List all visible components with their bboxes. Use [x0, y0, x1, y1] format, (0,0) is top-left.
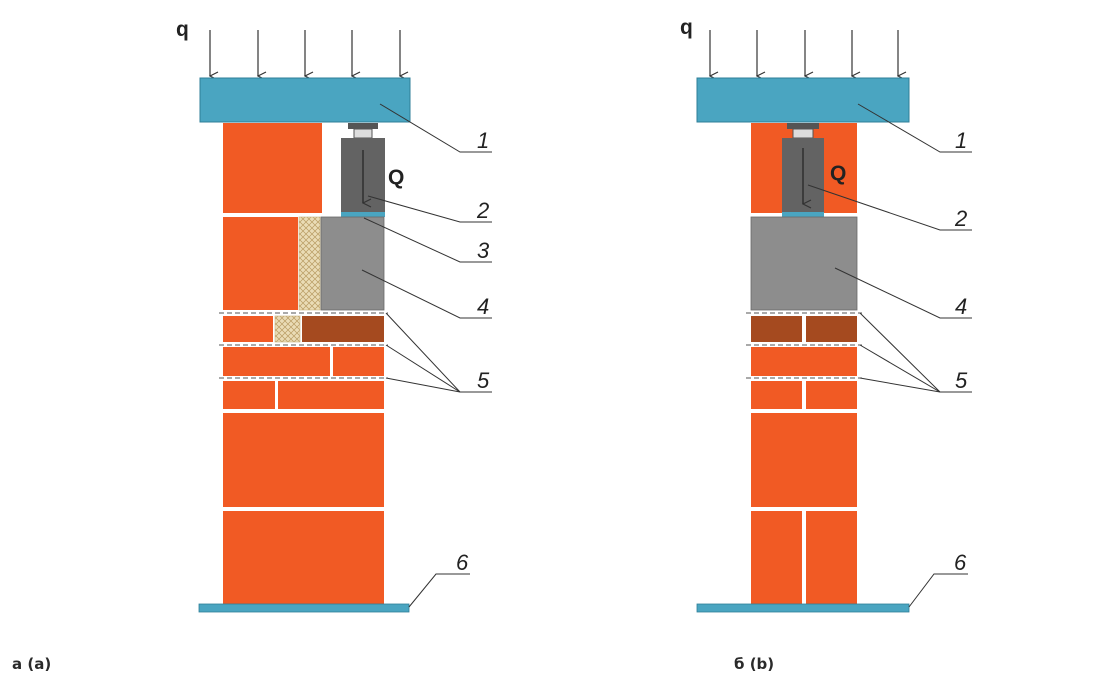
caption-b: б (b)	[734, 655, 775, 673]
brick-top	[223, 123, 322, 213]
brick-row-1-right	[806, 316, 857, 342]
brick-course-2	[223, 217, 298, 310]
brick-block-lower-1	[223, 413, 384, 507]
jack-cap	[348, 123, 378, 129]
brick-row-2-right	[333, 347, 384, 376]
base-plate	[696, 603, 910, 613]
leader-lines	[361, 103, 492, 608]
distributed-load-arrows	[710, 30, 898, 76]
diagram-b: q Q	[680, 16, 972, 613]
force-label-q: Q	[830, 162, 846, 185]
bearing-plate	[341, 212, 385, 217]
concrete-block	[320, 216, 385, 311]
brick-block-lower-2-right	[806, 511, 857, 604]
callout-2: 2	[954, 206, 967, 231]
brick-row-1-left	[751, 316, 802, 342]
callout-1: 1	[955, 128, 967, 153]
diagram-a: q Q	[176, 18, 492, 613]
force-label-q: Q	[388, 166, 404, 189]
bearing-plate	[782, 212, 824, 217]
brick-block-lower-1	[751, 413, 857, 507]
brick-row-3-right	[278, 381, 384, 409]
concrete-block	[750, 216, 858, 311]
brick-row-3-left	[223, 381, 275, 409]
jack-neck	[353, 128, 373, 139]
brick-row-3-right	[806, 381, 857, 409]
jack-neck	[792, 128, 814, 139]
callout-5: 5	[955, 368, 968, 393]
base-plate	[198, 603, 410, 613]
top-slab	[696, 77, 910, 123]
callouts-b: 1 2 4 5 6	[954, 128, 968, 575]
joint-lines	[219, 312, 388, 379]
callouts-a: 1 2 3 4 5 6	[456, 128, 490, 575]
load-label-q: q	[680, 16, 693, 39]
brick-row-2-left	[223, 347, 330, 376]
callout-3: 3	[477, 238, 490, 263]
insulation-insert	[274, 315, 301, 343]
leader-lines	[807, 103, 972, 608]
load-label-q: q	[176, 18, 189, 41]
brick-row-2	[751, 347, 857, 376]
top-slab	[199, 77, 411, 123]
callout-4: 4	[955, 294, 967, 319]
callout-4: 4	[477, 294, 489, 319]
callout-5: 5	[477, 368, 490, 393]
brick-block-lower-2	[223, 511, 384, 604]
jack-cap	[787, 123, 819, 129]
joint-lines	[746, 312, 862, 379]
distributed-load-arrows	[210, 30, 400, 76]
brick-row-1-left	[223, 316, 273, 342]
insulation-strip	[298, 216, 321, 311]
brick-block-lower-2-left	[751, 511, 802, 604]
callout-6: 6	[954, 550, 967, 575]
callout-6: 6	[456, 550, 469, 575]
callout-1: 1	[477, 128, 489, 153]
brick-row-1-dark	[302, 316, 384, 342]
brick-row-3-left	[751, 381, 802, 409]
caption-a: a (a)	[12, 655, 52, 673]
callout-2: 2	[476, 198, 489, 223]
